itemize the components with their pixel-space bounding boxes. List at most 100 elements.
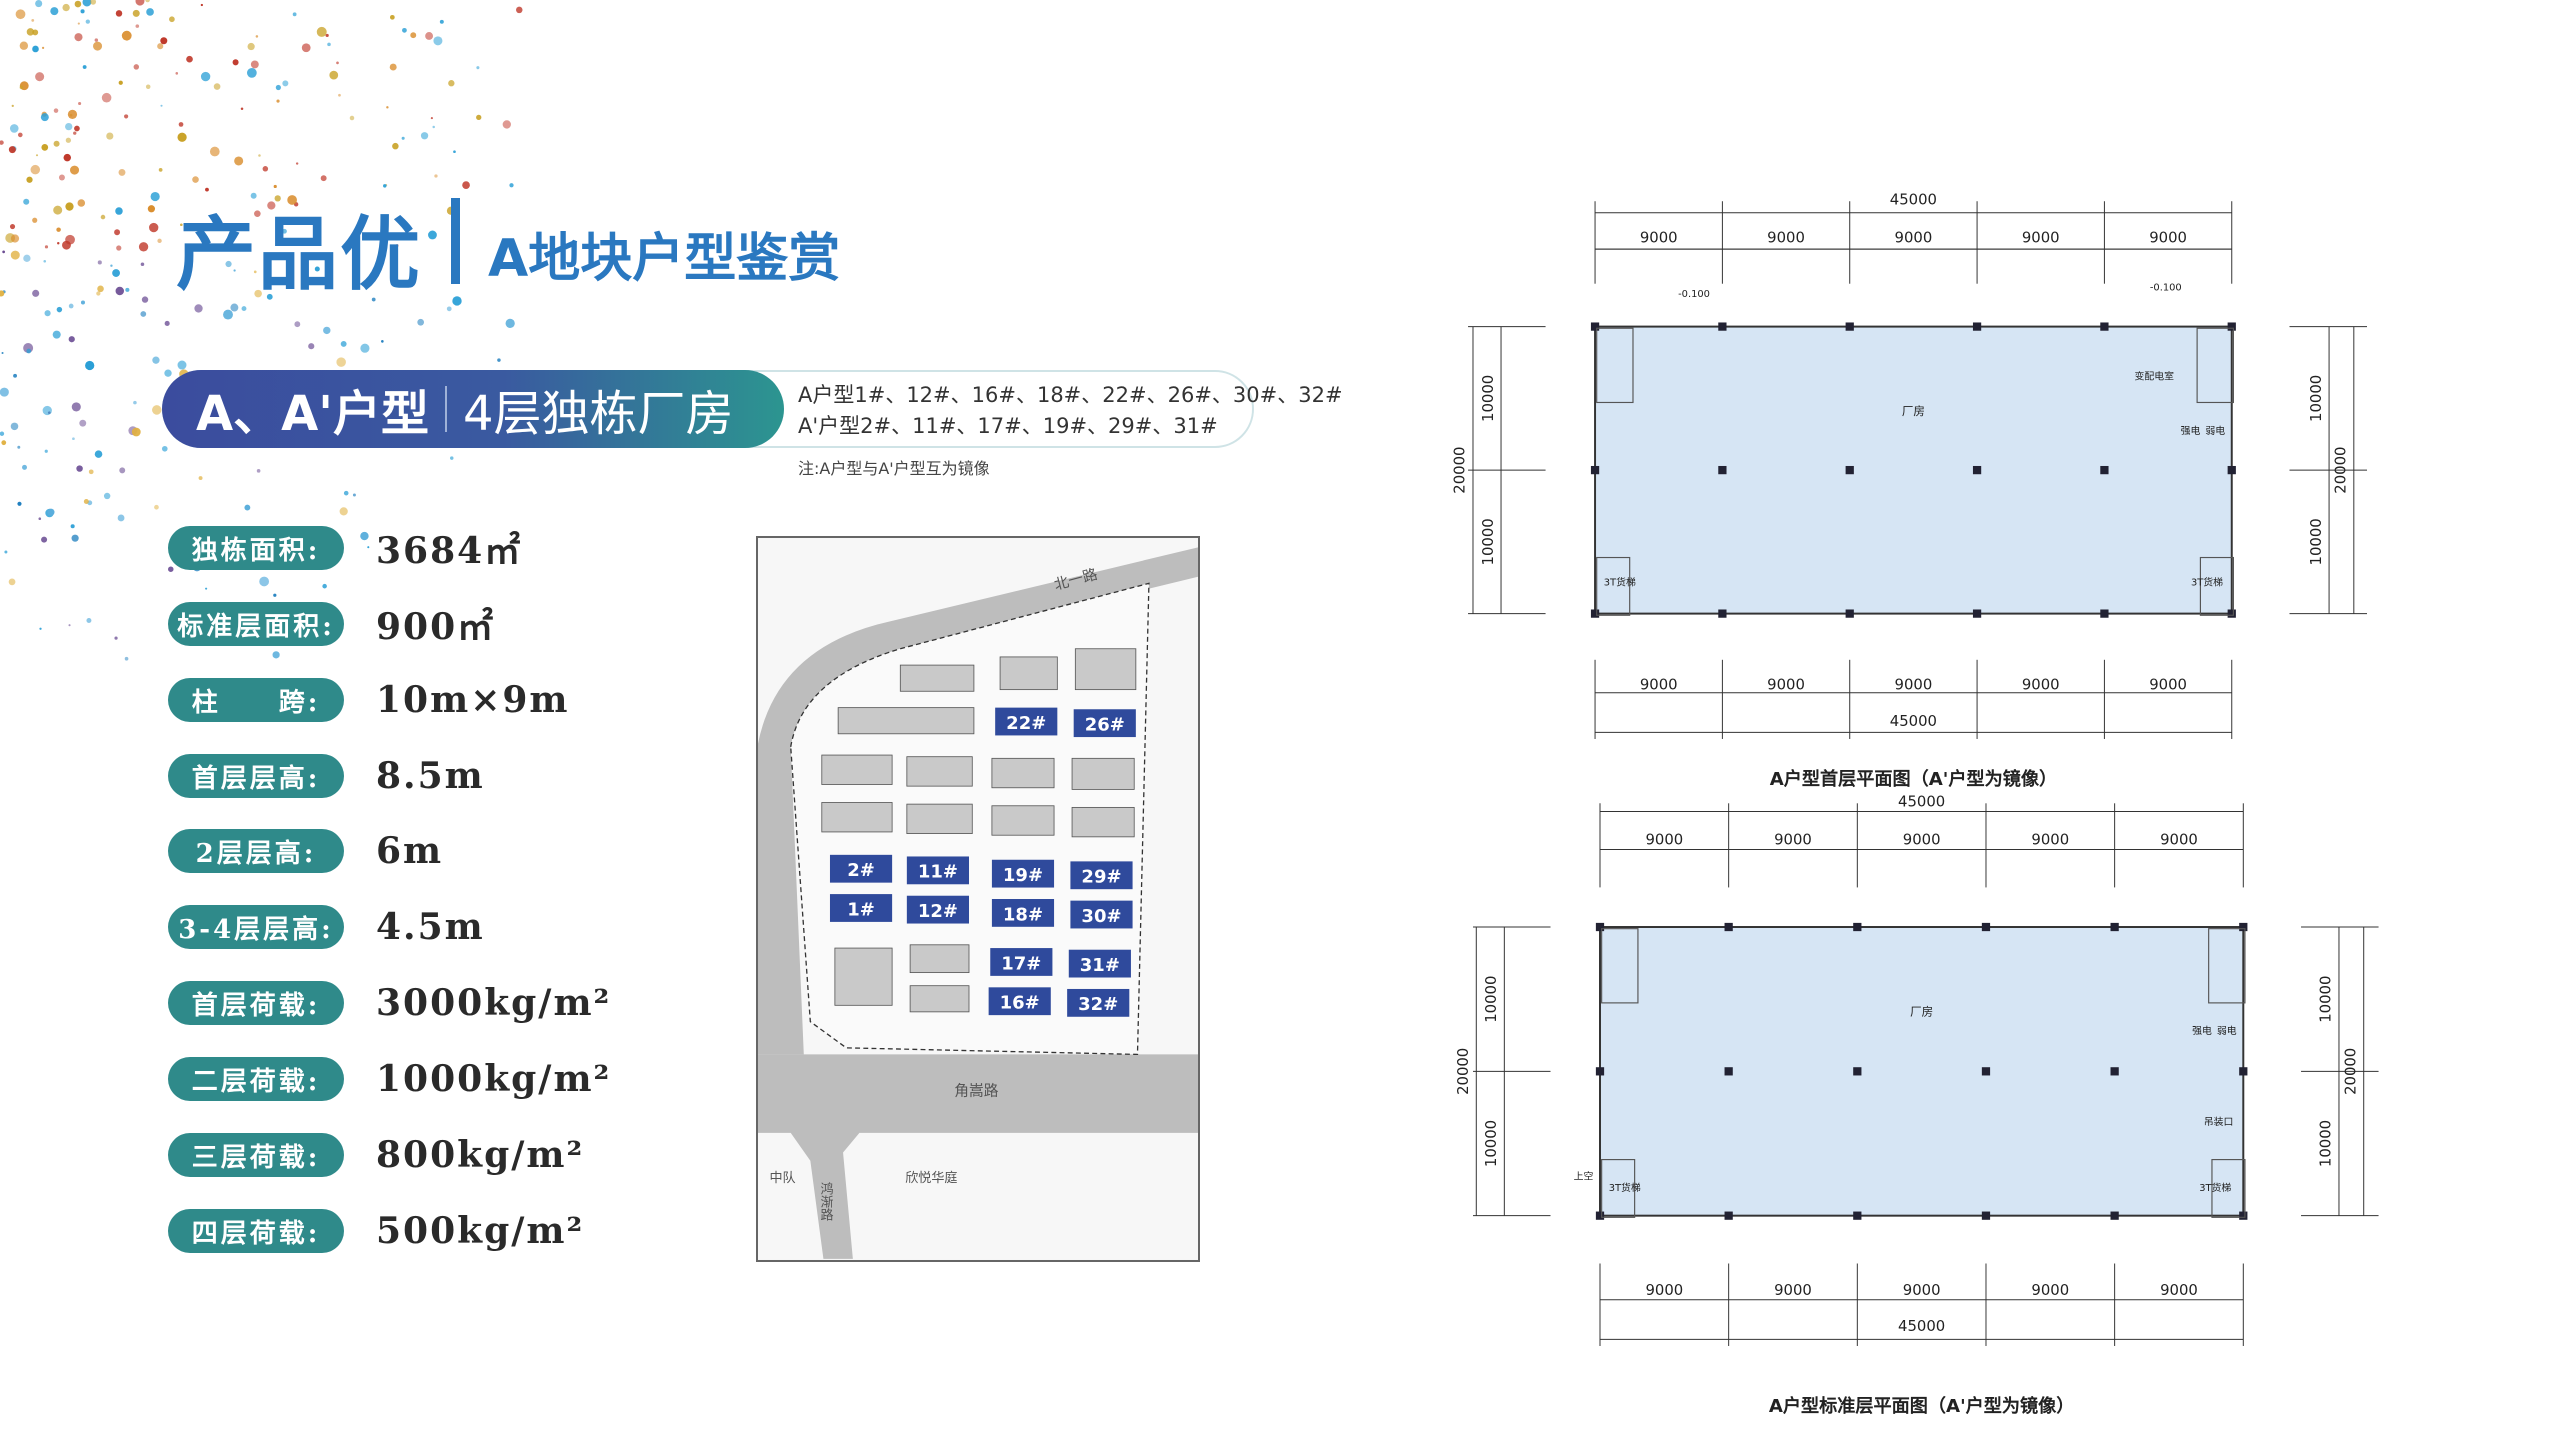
dimension-bay: 9000 xyxy=(2031,1282,2069,1299)
splash-dot xyxy=(112,269,120,277)
splash-dot xyxy=(50,7,59,16)
spec-row: 首层层高:8.5m xyxy=(168,754,485,798)
splash-dot xyxy=(433,36,443,46)
splash-dot xyxy=(225,260,232,268)
dimension-depth-half: 10000 xyxy=(1480,518,1497,565)
splash-dot xyxy=(67,109,78,120)
dimension-bay: 9000 xyxy=(1903,832,1941,849)
column xyxy=(1972,322,1982,331)
splash-dot xyxy=(152,405,162,415)
splash-dot xyxy=(116,245,122,251)
splash-dot xyxy=(76,465,83,472)
spec-value: 3000kg/m² xyxy=(376,982,612,1024)
dimension-depth-half: 10000 xyxy=(1483,1120,1500,1167)
splash-dot xyxy=(349,115,355,121)
splash-dot xyxy=(93,41,103,51)
spec-label: 柱 跨: xyxy=(168,678,344,722)
splash-dot xyxy=(147,205,156,213)
splash-dot xyxy=(209,146,220,157)
type-description: 4层独栋厂房 xyxy=(463,386,734,442)
splash-dot xyxy=(200,71,211,82)
splash-dot xyxy=(57,242,60,245)
splash-dot xyxy=(175,72,179,75)
splash-dot xyxy=(70,165,80,175)
splash-dot xyxy=(71,402,81,412)
splash-dot xyxy=(133,400,137,405)
splash-dot xyxy=(352,493,356,497)
splash-dot xyxy=(31,19,35,22)
splash-dot xyxy=(505,318,515,329)
other-building xyxy=(837,707,975,735)
splash-dot xyxy=(11,104,14,107)
splash-dot xyxy=(389,14,395,20)
splash-dot xyxy=(78,101,82,106)
column xyxy=(2239,1211,2248,1220)
mirror-note: 注:A户型与A'户型互为镜像 xyxy=(798,459,990,478)
splash-dot xyxy=(56,306,63,313)
splash-dot xyxy=(509,183,514,188)
building-label: 31# xyxy=(1080,955,1120,976)
column xyxy=(2239,922,2248,932)
splash-dot xyxy=(213,83,221,90)
splash-dot xyxy=(32,45,39,53)
splash-dot xyxy=(82,0,92,7)
splash-dot xyxy=(44,449,48,453)
splash-dot xyxy=(259,576,270,587)
highlighted-building xyxy=(991,859,1055,888)
splash-dot xyxy=(336,61,339,65)
splash-dot xyxy=(169,16,175,23)
splash-dot xyxy=(19,41,29,50)
column xyxy=(1590,322,1600,331)
highlighted-building xyxy=(991,899,1055,927)
column xyxy=(1853,1211,1862,1220)
splash-dot xyxy=(17,501,22,506)
column xyxy=(1972,609,1982,618)
highlighted-building xyxy=(829,854,893,883)
column xyxy=(1981,922,1991,932)
column xyxy=(1590,465,1600,475)
splash-dot xyxy=(114,636,118,640)
splash-dot xyxy=(138,242,149,252)
splash-dot xyxy=(389,63,397,71)
other-building xyxy=(834,947,893,1006)
floor-outline xyxy=(1594,325,2233,615)
highlighted-building xyxy=(1067,988,1130,1017)
splash-dot xyxy=(200,3,204,7)
splash-dot xyxy=(53,140,60,147)
splash-dot xyxy=(65,122,73,131)
splash-dot xyxy=(32,217,38,223)
splash-dot xyxy=(234,156,244,166)
spec-label: 独栋面积: xyxy=(168,526,344,570)
building-label: 17# xyxy=(1001,953,1041,974)
splash-dot xyxy=(0,431,5,436)
splash-dot xyxy=(62,240,71,250)
splash-dot xyxy=(140,262,145,267)
splash-dot xyxy=(2,250,6,254)
spec-value: 800kg/m² xyxy=(376,1134,585,1176)
road-label-west: 鸿渐路 xyxy=(818,1180,834,1221)
other-building xyxy=(899,664,975,692)
splash-dot xyxy=(301,43,311,53)
splash-dot xyxy=(70,524,75,529)
splash-dot xyxy=(118,80,123,85)
splash-dot xyxy=(417,318,425,326)
column xyxy=(2239,1067,2248,1076)
dimension-total: 45000 xyxy=(1898,794,1945,811)
splash-dot xyxy=(30,164,41,175)
splash-dot xyxy=(198,476,203,481)
splash-dot xyxy=(42,405,52,416)
dimension-depth-total: 20000 xyxy=(1452,447,1469,494)
splash-dot xyxy=(86,618,92,624)
building-label: 12# xyxy=(918,901,958,922)
splash-dot xyxy=(131,427,141,437)
splash-dot xyxy=(26,28,35,36)
splash-dot xyxy=(74,33,83,42)
other-building xyxy=(909,944,970,974)
splash-dot xyxy=(336,357,346,367)
core-room xyxy=(2199,556,2234,616)
splash-dot xyxy=(186,55,193,63)
room-label: 3T货梯 xyxy=(1604,576,1636,589)
splash-dot xyxy=(8,578,16,586)
spec-row: 3-4层层高:4.5m xyxy=(168,905,485,949)
column xyxy=(2100,609,2109,618)
